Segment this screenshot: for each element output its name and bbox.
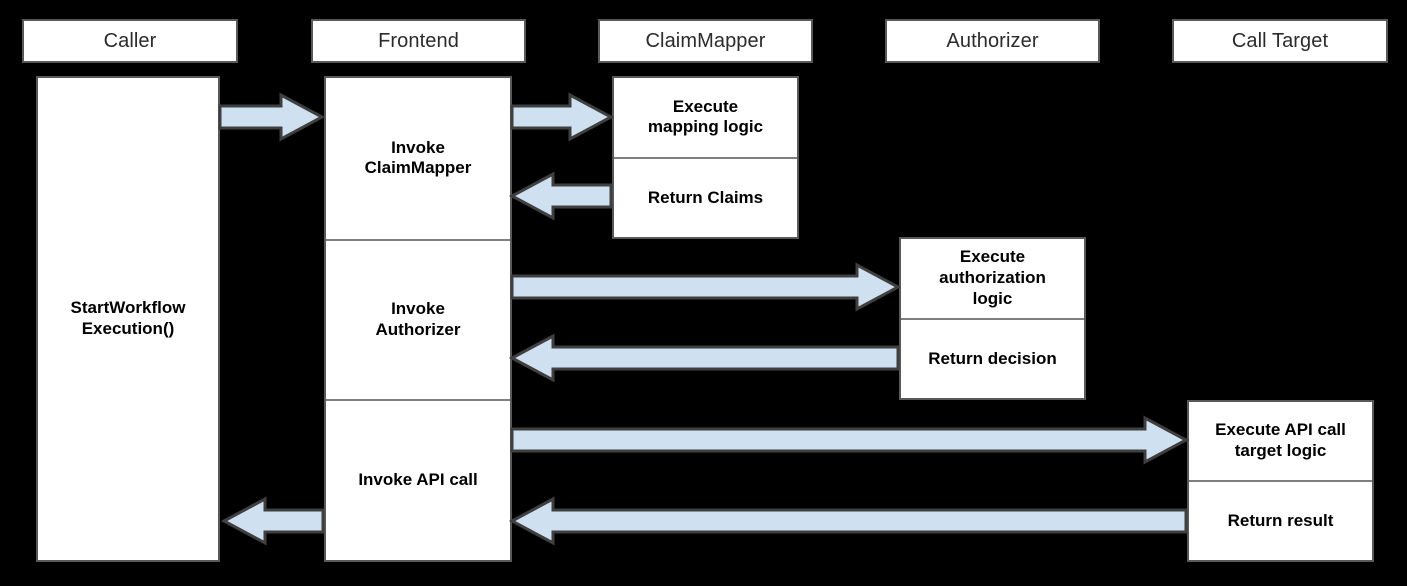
lifeline-header-caller: Caller — [22, 19, 238, 63]
activation-frontend-segment-3: Invoke API call — [326, 399, 510, 560]
activation-calltarget-segment-2: Return result — [1189, 480, 1372, 560]
lifeline-header-authorizer: Authorizer — [885, 19, 1100, 63]
message-arrow-frontend-to-authorizer — [510, 262, 902, 312]
activation-authorizer-segment-2: Return decision — [901, 317, 1084, 398]
message-arrow-frontend-to-caller — [220, 496, 325, 546]
lifeline-header-authorizer-label: Authorizer — [946, 29, 1039, 52]
activation-calltarget-segment-2-label: Return result — [1227, 510, 1334, 530]
lifeline-header-claimmapper-label: ClaimMapper — [645, 29, 766, 52]
message-arrow-caller-to-frontend — [218, 92, 326, 142]
lifeline-header-calltarget-label: Call Target — [1231, 29, 1329, 52]
message-arrow-claimmapper-to-frontend — [508, 171, 613, 221]
lifeline-header-claimmapper: ClaimMapper — [598, 19, 813, 63]
lifeline-header-frontend-label: Frontend — [378, 29, 459, 52]
activation-authorizer-segment-2-label: Return decision — [928, 348, 1057, 368]
activation-frontend-segment-3-label: Invoke API call — [358, 470, 478, 490]
activation-claimmapper-segment-2-label: Return Claims — [647, 187, 764, 207]
message-arrow-authorizer-to-frontend — [508, 333, 900, 383]
message-arrow-frontend-to-claimmapper — [510, 92, 615, 142]
activation-claimmapper-segment-2: Return Claims — [614, 156, 797, 237]
lifeline-header-caller-label: Caller — [103, 29, 157, 52]
message-arrow-frontend-to-calltarget — [510, 415, 1190, 465]
lifeline-header-frontend: Frontend — [311, 19, 526, 63]
message-arrow-calltarget-to-frontend — [508, 496, 1188, 546]
lifeline-header-calltarget: Call Target — [1172, 19, 1388, 63]
